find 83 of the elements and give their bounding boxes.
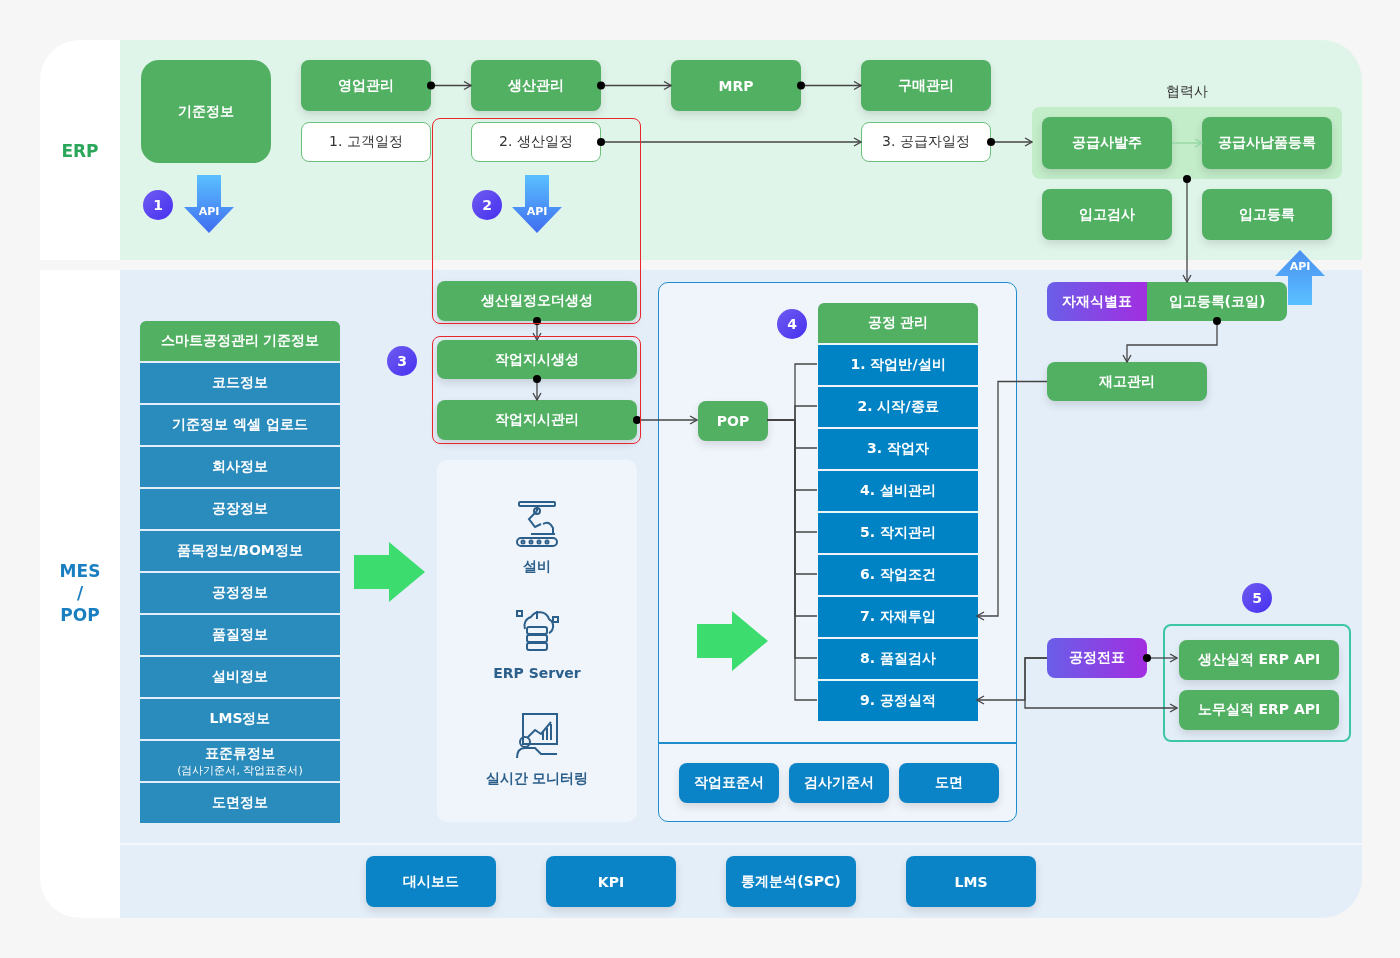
arrow [427, 80, 472, 91]
list-item: 코드정보 [140, 363, 340, 403]
process-box: 작업지시생성 [437, 340, 637, 379]
list-header: 스마트공정관리 기준정보 [140, 321, 340, 361]
list-item: 도면정보 [140, 783, 340, 823]
list-item: LMS정보 [140, 699, 340, 739]
block-arrow [354, 542, 425, 602]
arrow [633, 415, 698, 425]
schedule-box: 3. 공급자일정 [861, 122, 991, 162]
list-item: 4. 설비관리 [818, 471, 978, 511]
list-item: 기준정보 엑셀 업로드 [140, 405, 340, 445]
process-box: 영업관리 [301, 60, 431, 111]
process-box: 기준정보 [141, 60, 271, 163]
group-heading: 협력사 [1165, 83, 1209, 101]
tag-box: 공정전표 [1047, 638, 1147, 678]
list-item: 9. 공정실적 [818, 681, 978, 721]
process-box: 생산실적 ERP API [1179, 640, 1339, 680]
arrow [532, 375, 542, 401]
list-item: 표준류정보 (검사기준서, 작업표준서) [140, 741, 340, 781]
icon-caption: 설비 [523, 557, 551, 576]
module-button: 검사기준서 [789, 763, 889, 803]
list-item: 공정정보 [140, 573, 340, 613]
block-arrow [1275, 250, 1325, 305]
arrow [976, 657, 1048, 705]
list-item: 2. 시작/종료 [818, 387, 978, 427]
process-box: 재고관리 [1047, 362, 1207, 401]
list-item: 8. 품질검사 [818, 639, 978, 679]
arrow [532, 317, 542, 341]
icon-caption: ERP Server [493, 664, 581, 681]
list-header: 공정 관리 [818, 303, 978, 343]
arrow [597, 137, 862, 147]
band [40, 40, 1362, 260]
process-box: 입고등록 [1202, 189, 1332, 240]
list-item: 1. 작업반/설비 [818, 345, 978, 385]
module-button: 도면 [899, 763, 999, 803]
list-item: 6. 작업조건 [818, 555, 978, 595]
process-box: 공급사납품등록 [1202, 117, 1332, 169]
process-box: 구매관리 [861, 60, 991, 111]
arrow [597, 80, 672, 91]
icon-caption: 실시간 모니터링 [485, 769, 589, 788]
process-box: POP [698, 401, 768, 441]
list-item: 회사정보 [140, 447, 340, 487]
band-label: ERP [60, 140, 100, 162]
module-button: 통계분석(SPC) [726, 856, 856, 907]
arrow [1122, 317, 1221, 363]
panel [437, 460, 637, 822]
schedule-box: 1. 고객일정 [301, 122, 431, 162]
band-label: MES / POP [58, 560, 102, 626]
list-item: 7. 자재투입 [818, 597, 978, 637]
list-item: 설비정보 [140, 657, 340, 697]
process-box: 공급사발주 [1042, 117, 1172, 169]
arrow [987, 137, 1033, 147]
module-button: 작업표준서 [679, 763, 779, 803]
list-item: 품질정보 [140, 615, 340, 655]
list-item: 5. 작지관리 [818, 513, 978, 553]
schedule-box: 2. 생산일정 [471, 122, 601, 162]
api-arrow: API [512, 175, 562, 233]
api-arrow: API [184, 175, 234, 233]
module-button: LMS [906, 856, 1036, 907]
module-button: KPI [546, 856, 676, 907]
tag-box: 자재식별표 [1047, 282, 1147, 321]
block-arrow [697, 611, 768, 671]
band [40, 270, 1362, 918]
arrow [1182, 175, 1192, 283]
process-box: 입고등록(코일) [1147, 282, 1287, 321]
list-item: 3. 작업자 [818, 429, 978, 469]
process-box: MRP [671, 60, 801, 111]
arrow [976, 380, 1048, 621]
arrow [1143, 653, 1178, 663]
panel [658, 282, 1017, 822]
arrow [797, 80, 862, 91]
column-panel [140, 321, 340, 823]
module-button: 대시보드 [366, 856, 496, 907]
process-box: 생산일정오더생성 [437, 281, 637, 321]
process-box: 생산관리 [471, 60, 601, 111]
arrow [1171, 138, 1203, 148]
edge-label: API [1288, 258, 1312, 274]
group-box [1163, 624, 1351, 742]
process-box: 입고검사 [1042, 189, 1172, 240]
process-box: 노무실적 ERP API [1179, 690, 1339, 730]
list-item: 품목정보/BOM정보 [140, 531, 340, 571]
process-box: 작업지시관리 [437, 400, 637, 440]
list-item: 공장정보 [140, 489, 340, 529]
